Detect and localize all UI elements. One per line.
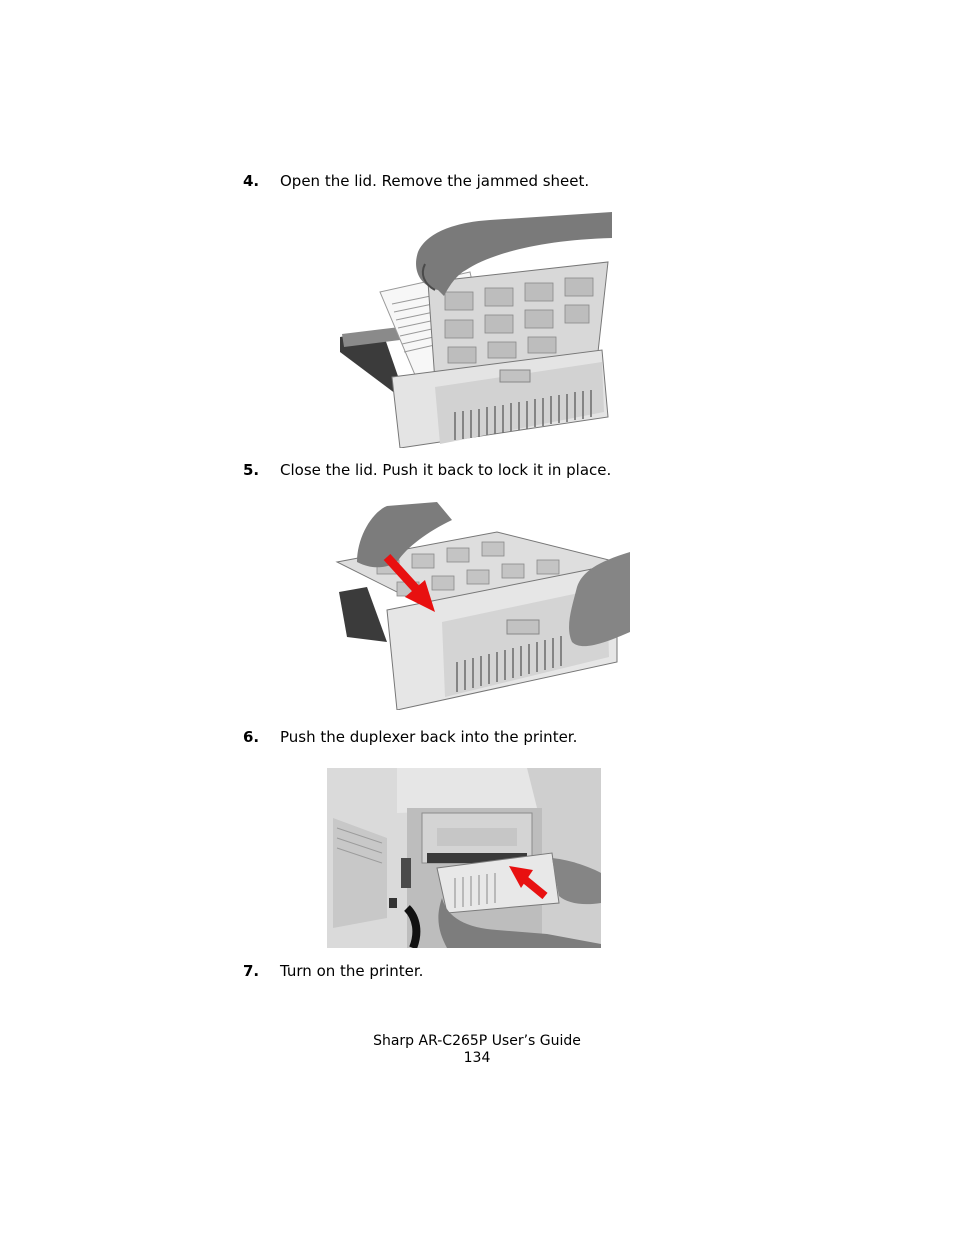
footer-title: Sharp AR-C265P User’s Guide (373, 1033, 581, 1049)
push-direction-arrow (383, 553, 435, 612)
step-number: 6. (243, 728, 260, 746)
step-number: 7. (243, 962, 260, 980)
push-direction-arrow (509, 866, 548, 900)
step-text: Turn on the printer. (280, 962, 424, 980)
step-text: Open the lid. Remove the jammed sheet. (280, 172, 590, 190)
step-number: 4. (243, 172, 260, 190)
step-text: Push the duplexer back into the printer. (280, 728, 578, 746)
figure-open-lid-remove-sheet (340, 212, 612, 448)
step-5: 5. Close the lid. Push it back to lock it… (243, 461, 611, 479)
figure-push-duplexer-into-printer (327, 768, 601, 948)
figure-close-lid-push-back (327, 502, 630, 710)
step-6: 6. Push the duplexer back into the printe… (243, 728, 577, 746)
step-4: 4. Open the lid. Remove the jammed sheet. (243, 172, 589, 190)
page-number: 134 (463, 1050, 491, 1066)
step-number: 5. (243, 461, 260, 479)
step-7: 7. Turn on the printer. (243, 962, 423, 980)
step-text: Close the lid. Push it back to lock it i… (280, 461, 612, 479)
